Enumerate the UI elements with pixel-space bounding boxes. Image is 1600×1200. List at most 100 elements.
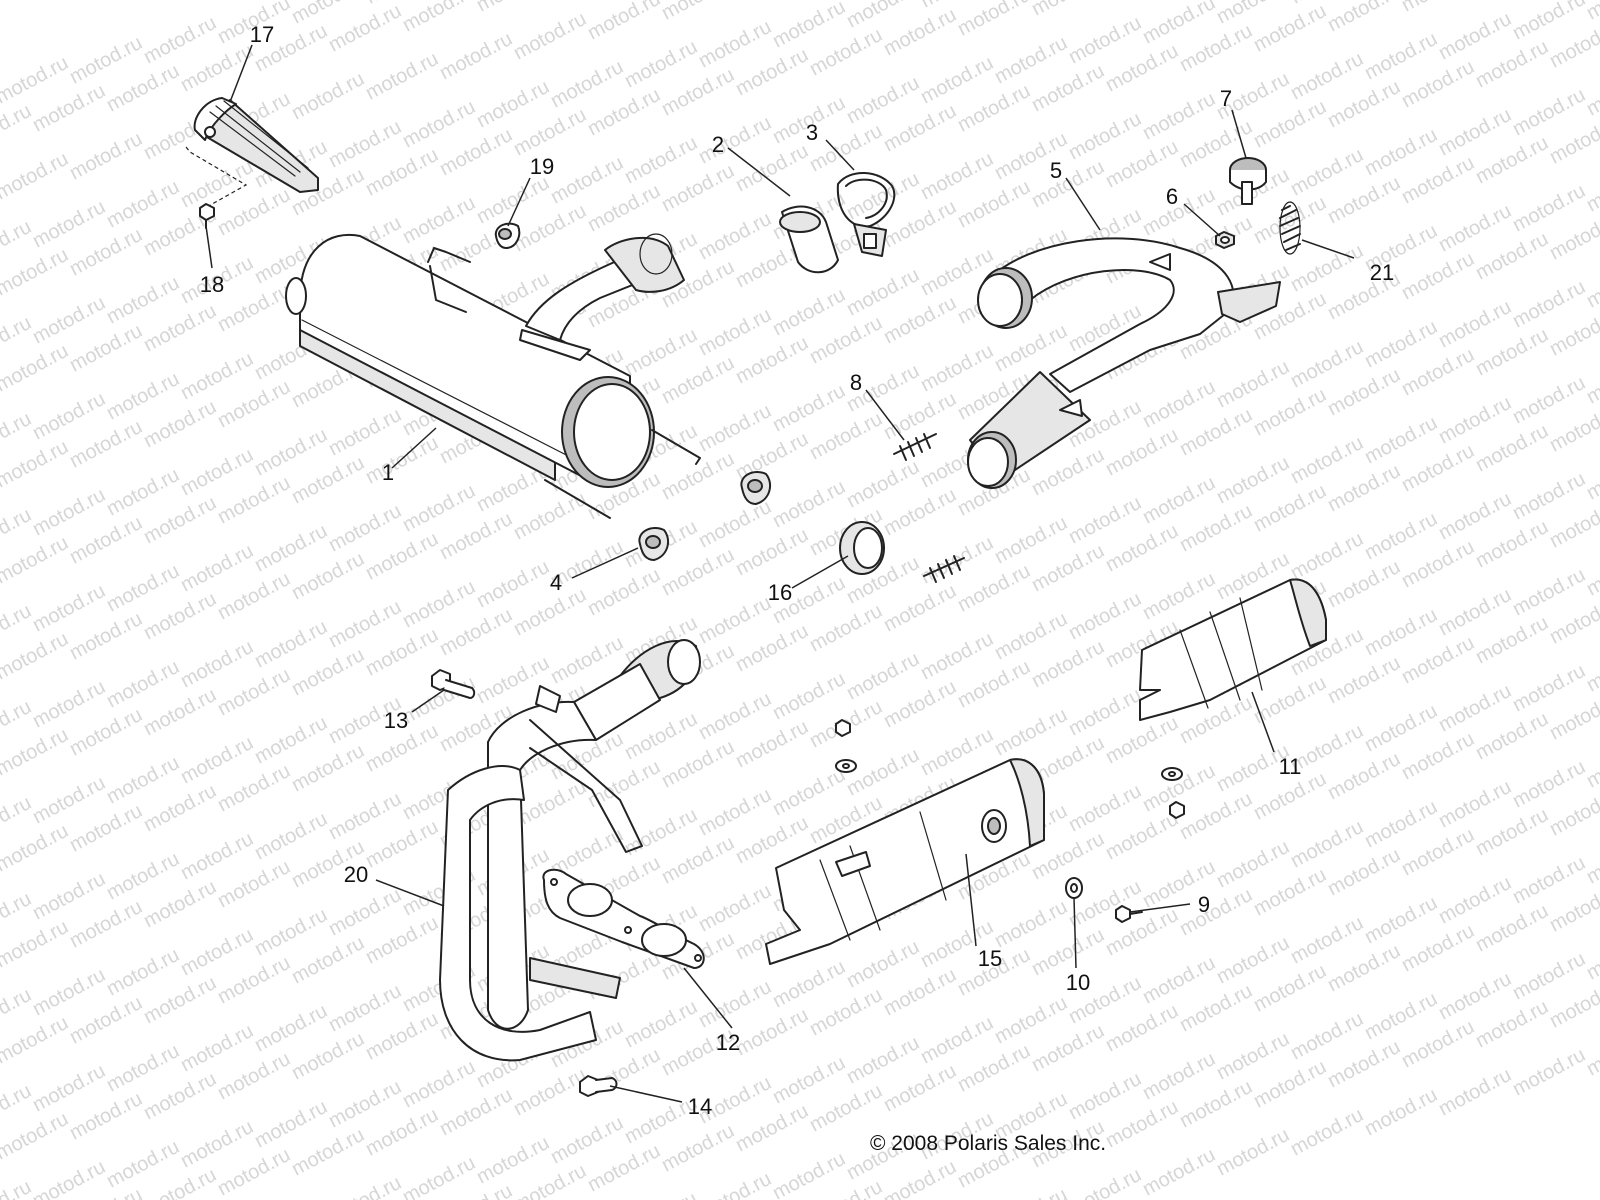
watermark-text: motod.ru (954, 176, 1034, 232)
watermark-text: motod.ru (1028, 0, 1108, 20)
watermark-text: motod.ru (436, 604, 516, 660)
copyright-notice: © 2008 Polaris Sales Inc. (870, 1132, 1106, 1155)
watermark-text: motod.ru (584, 564, 664, 620)
watermark-text: motod.ru (1398, 56, 1478, 112)
watermark-text: motod.ru (1250, 480, 1330, 536)
watermark-text: motod.ru (1472, 996, 1552, 1052)
watermark-text: motod.ru (288, 1124, 368, 1180)
watermark-text: motod.ru (658, 736, 738, 792)
part-8-spring (893, 433, 937, 461)
watermark-text: motod.ru (0, 532, 72, 588)
watermark-text: motod.ru (1324, 652, 1404, 708)
part-7-bumper (1229, 157, 1267, 205)
watermark-text: motod.ru (288, 548, 368, 604)
watermark-text: motod.ru (806, 408, 886, 464)
watermark-text: motod.ru (658, 64, 738, 120)
watermark-text: motod.ru (436, 1084, 516, 1140)
watermark-text: motod.ru (510, 488, 590, 544)
watermark-text: motod.ru (288, 644, 368, 700)
callout-20: 20 (344, 862, 368, 887)
watermark-text: motod.ru (362, 432, 442, 488)
watermark-text: motod.ru (1398, 824, 1478, 880)
watermark-text: motod.ru (1324, 844, 1404, 900)
watermark-text: motod.ru (66, 320, 146, 376)
callout-1: 1 (382, 460, 394, 485)
watermark-text: motod.ru (510, 1064, 590, 1120)
watermark-text: motod.ru (1028, 540, 1108, 596)
callout-13: 13 (384, 708, 408, 733)
part-15-heat-shield (765, 758, 1045, 965)
watermark-text: motod.ru (1472, 900, 1552, 956)
watermark-text: motod.ru (584, 0, 664, 44)
watermark-text: motod.ru (1028, 1020, 1108, 1076)
watermark-text: motod.ru (658, 352, 738, 408)
watermark-text: motod.ru (1583, 160, 1600, 216)
watermark-text: motod.ru (362, 1008, 442, 1064)
watermark-text: motod.ru (0, 100, 35, 156)
callout-12: 12 (716, 1030, 740, 1055)
watermark-text: motod.ru (1139, 1144, 1219, 1200)
watermark-text: motod.ru (362, 816, 442, 872)
watermark-text: motod.ru (288, 68, 368, 124)
callout-16: 16 (768, 580, 792, 605)
watermark-text: motod.ru (0, 724, 72, 780)
watermark-text: motod.ru (1250, 0, 1330, 56)
watermark-text: motod.ru (66, 416, 146, 472)
watermark-text: motod.ru (880, 580, 960, 636)
watermark-text: motod.ru (66, 1088, 146, 1144)
watermark-text: motod.ru (806, 984, 886, 1040)
watermark-text: motod.ru (214, 376, 294, 432)
callout-19: 19 (530, 154, 554, 179)
watermark-text: motod.ru (732, 620, 812, 676)
watermark-text: motod.ru (1472, 708, 1552, 764)
callout-21: 21 (1370, 260, 1394, 285)
watermark-text: motod.ru (1472, 612, 1552, 668)
watermark-text: motod.ru (658, 160, 738, 216)
watermark-text: motod.ru (658, 832, 738, 888)
watermark-text: motod.ru (1398, 632, 1478, 688)
watermark-text: motod.ru (288, 740, 368, 796)
watermark-text: motod.ru (1102, 40, 1182, 96)
watermark-text: motod.ru (1176, 500, 1256, 556)
callout-labels: 17 18 19 1 2 3 7 6 21 5 8 4 16 11 13 20 … (200, 22, 1394, 1119)
callout-6: 6 (1166, 184, 1178, 209)
part-11-heat-shield (1139, 578, 1327, 721)
watermark-text: motod.ru (288, 932, 368, 988)
watermark-text: motod.ru (1102, 808, 1182, 864)
watermark-text: motod.ru (1102, 1000, 1182, 1056)
part-6-nut (1215, 231, 1235, 249)
watermark-text: motod.ru (362, 48, 442, 104)
watermark-text: motod.ru (1250, 384, 1330, 440)
watermark-text: motod.ru (1176, 788, 1256, 844)
watermark-text: motod.ru (0, 244, 72, 300)
callout-7: 7 (1220, 86, 1232, 111)
watermark-text: motod.ru (1398, 920, 1478, 976)
watermark-text: motod.ru (1102, 424, 1182, 480)
part-1-muffler (285, 233, 701, 519)
watermark-text: motod.ru (1398, 152, 1478, 208)
watermark-text: motod.ru (1324, 556, 1404, 612)
watermark-text: motod.ru (954, 1040, 1034, 1096)
watermark-text: motod.ru (214, 760, 294, 816)
watermark-text: motod.ru (1028, 60, 1108, 116)
watermark-text: motod.ru (1398, 728, 1478, 784)
watermark-text: motod.ru (140, 1068, 220, 1124)
watermark-text: motod.ru (880, 1060, 960, 1116)
watermark-text: motod.ru (473, 0, 553, 16)
watermark-text: motod.ru (991, 1184, 1071, 1200)
watermark-text: motod.ru (880, 100, 960, 156)
watermark-text: motod.ru (1398, 536, 1478, 592)
watermark-text: motod.ru (1213, 1124, 1293, 1180)
watermark-text: motod.ru (103, 60, 183, 116)
watermark-text: motod.ru (362, 624, 442, 680)
callout-5: 5 (1050, 158, 1062, 183)
watermark-text: motod.ru (1324, 172, 1404, 228)
watermark-text: motod.ru (1583, 256, 1600, 312)
watermark-text: motod.ru (1509, 1044, 1589, 1100)
watermark-text: motod.ru (1176, 404, 1256, 460)
watermark-text: motod.ru (399, 0, 479, 36)
part-20-header-pipe (439, 639, 701, 1062)
watermark-text: motod.ru (214, 952, 294, 1008)
watermark-text: motod.ru (362, 1104, 442, 1160)
